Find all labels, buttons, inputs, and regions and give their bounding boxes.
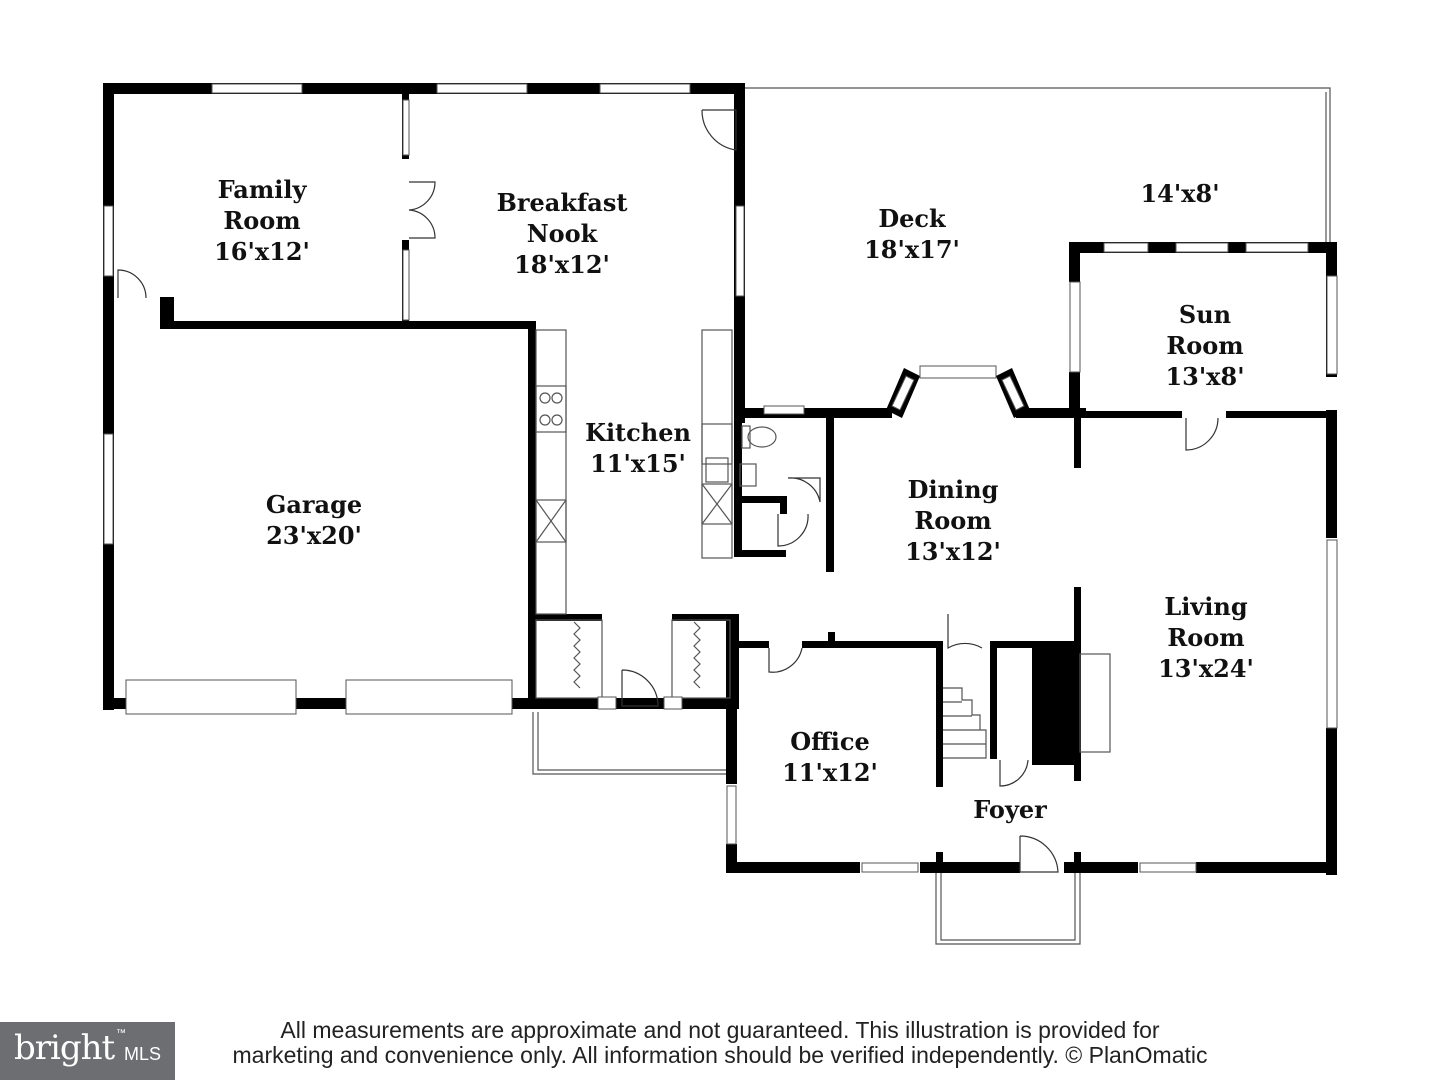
deck-outline <box>742 87 1331 242</box>
sun-room-label: Sun <box>1179 300 1231 329</box>
family-room-label: Family <box>218 175 308 204</box>
family-room-size: 16'x12' <box>214 237 310 266</box>
room-labels: Family Room 16'x12' Breakfast Nook 18'x1… <box>214 175 1254 824</box>
dining-room-label-2: Room <box>914 506 991 535</box>
foyer-label: Foyer <box>973 795 1047 824</box>
disclaimer: All measurements are approximate and not… <box>178 1018 1262 1068</box>
office-size: 11'x12' <box>782 758 878 787</box>
fixtures <box>532 329 1111 945</box>
family-room-label-2: Room <box>223 206 300 235</box>
logo-tm: ™ <box>116 1028 126 1039</box>
breakfast-nook-label: Breakfast <box>497 188 628 217</box>
deck-ext-size: 14'x8' <box>1140 179 1219 208</box>
dining-room-label: Dining <box>908 475 999 504</box>
office-label: Office <box>790 727 870 756</box>
breakfast-nook-size: 18'x12' <box>514 250 610 279</box>
living-room-label: Living <box>1164 592 1248 621</box>
garage-label: Garage <box>266 490 362 519</box>
doors <box>117 109 1219 873</box>
living-room-label-2: Room <box>1167 623 1244 652</box>
sun-room-size: 13'x8' <box>1165 362 1244 391</box>
kitchen-label: Kitchen <box>585 418 691 447</box>
breakfast-nook-label-2: Nook <box>527 219 599 248</box>
disclaimer-line-2: marketing and convenience only. All info… <box>232 1042 1208 1068</box>
logo-suffix: MLS <box>124 1044 162 1064</box>
disclaimer-line-1: All measurements are approximate and not… <box>280 1017 1160 1043</box>
garage-size: 23'x20' <box>266 521 362 550</box>
sun-room-label-2: Room <box>1166 331 1243 360</box>
deck-size: 18'x17' <box>864 235 960 264</box>
kitchen-size: 11'x15' <box>590 449 686 478</box>
logo-brand: bright <box>14 1028 115 1068</box>
bright-mls-logo: bright ™ MLS <box>0 1022 175 1080</box>
living-room-size: 13'x24' <box>1158 654 1254 683</box>
deck-label: Deck <box>878 204 947 233</box>
bay-window <box>886 365 1030 418</box>
dining-room-size: 13'x12' <box>905 537 1001 566</box>
windows <box>103 83 1338 873</box>
